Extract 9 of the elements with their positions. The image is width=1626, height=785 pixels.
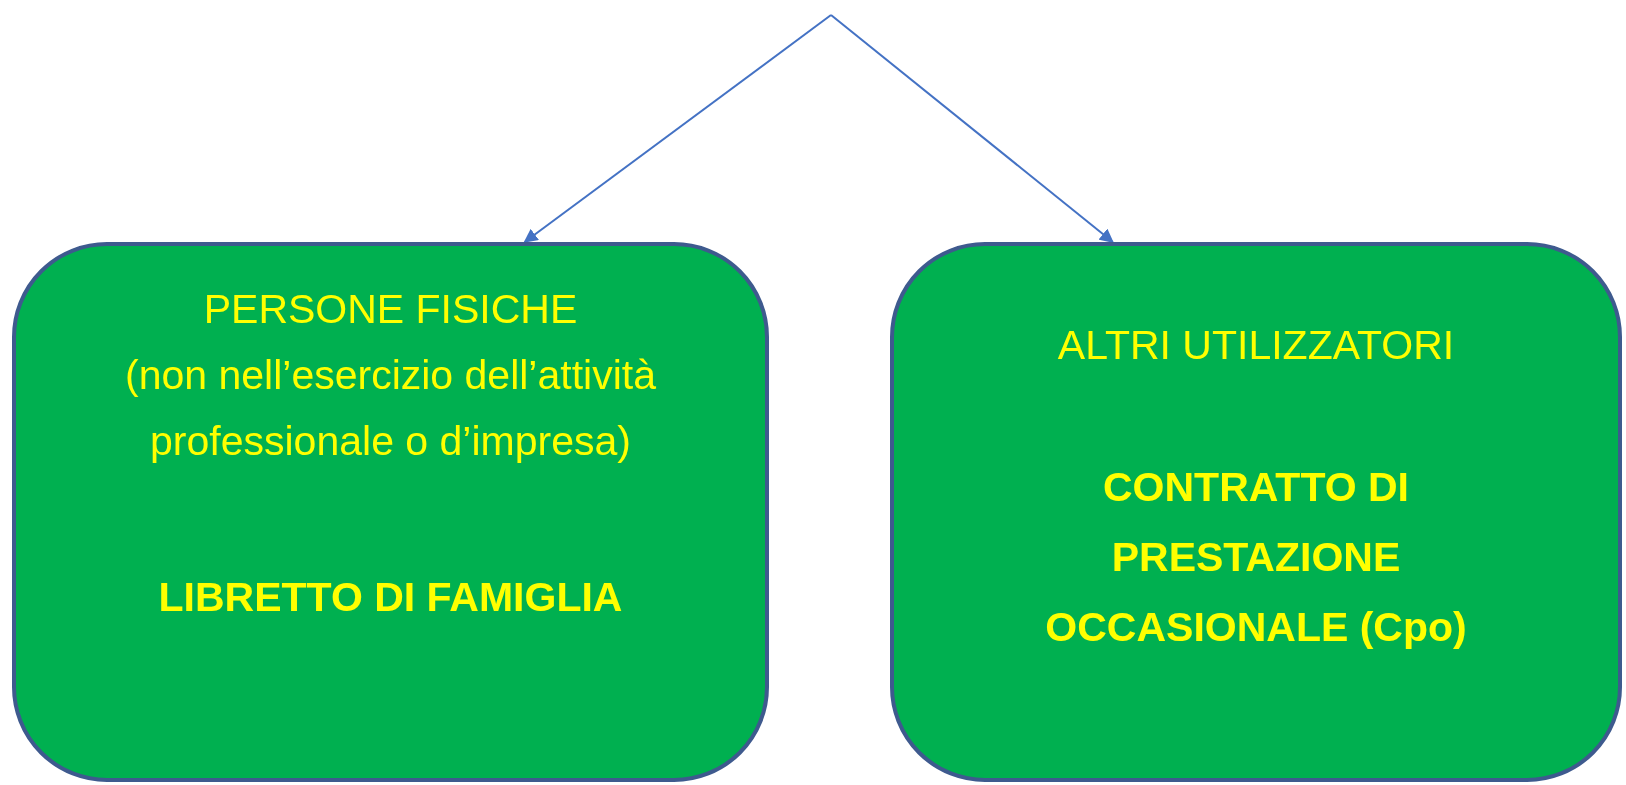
arrow [830, 14, 1114, 243]
rounded-box [12, 242, 769, 782]
node-text: PERSONE FISICHE [203, 285, 578, 334]
arrow [523, 14, 832, 243]
contract-type-text: LIBRETTO DI FAMIGLIA [158, 573, 623, 622]
node-text: (non nell’esercizio dell’attività professionale o d’impresa) [124, 351, 657, 466]
rounded-box [890, 242, 1622, 782]
node-text: ALTRI UTILIZZATORI [1057, 321, 1455, 370]
contract-type-text: CONTRATTO DI PRESTAZIONE OCCASIONALE (Cpo) [1044, 463, 1468, 652]
